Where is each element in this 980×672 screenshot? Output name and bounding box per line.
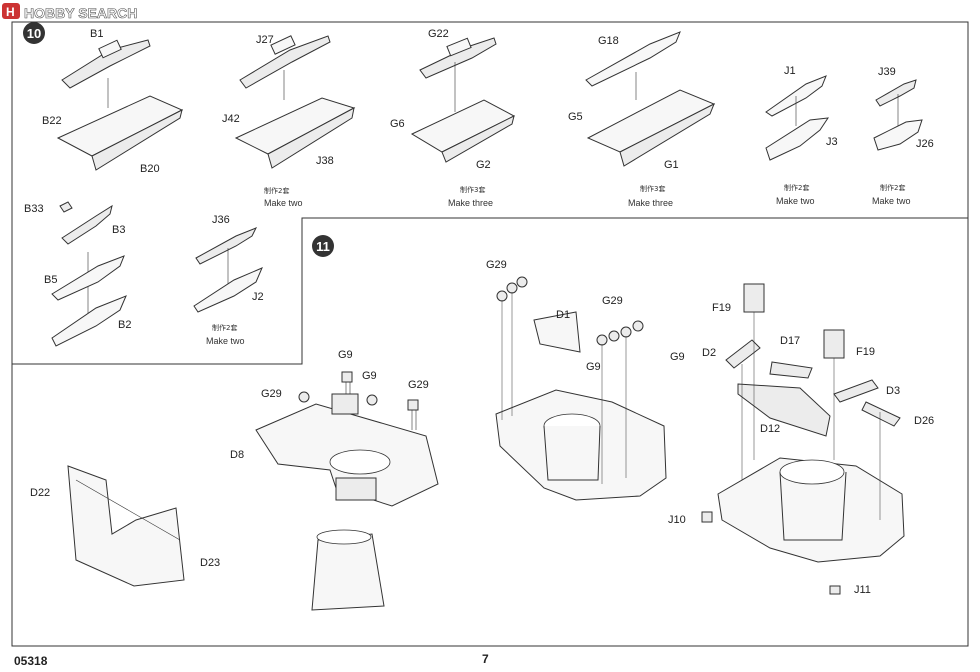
part-label: G9 [670, 351, 685, 363]
part-label: J26 [916, 138, 934, 150]
part-label: D12 [760, 423, 780, 435]
boat-assembly-j27: J27 J42 J38 制作2套 Make two [222, 34, 356, 208]
part-label: D23 [200, 557, 220, 569]
superstructure-d12-assembly: F19 D2 D17 F19 D12 D3 D26 J10 J11 [668, 283, 934, 596]
step11-frame [11, 217, 969, 647]
part-label: J3 [826, 136, 838, 148]
part-label: G29 [602, 295, 623, 307]
part-label: J27 [256, 34, 274, 46]
quantity-en: Make two [872, 196, 911, 206]
part-label: G5 [568, 111, 583, 123]
shield-d22-part [67, 465, 185, 587]
part-label: B33 [24, 203, 44, 215]
funnel-part [311, 533, 385, 611]
page-number: 7 [482, 652, 489, 666]
boat-assembly-b33: B33 B3 B5 B2 [24, 201, 131, 347]
part-label: J36 [212, 214, 230, 226]
part-label: F19 [712, 302, 731, 314]
boat-assembly-g22: G22 G6 G2 制作3套 Make three [390, 28, 516, 208]
quantity-en: Make two [206, 336, 245, 346]
part-label: D3 [886, 385, 900, 397]
boat-assembly-b: B1 B22 B20 [42, 28, 184, 175]
quantity-cn: 制作2套 [212, 323, 237, 332]
quantity-en: Make two [776, 196, 815, 206]
part-label: J1 [784, 65, 796, 77]
quantity-en: Make three [448, 198, 493, 208]
curved-plate-d1-part [533, 311, 581, 353]
boat-cabin-part [98, 39, 122, 59]
boat-hull-side-part [91, 109, 183, 171]
boat-assembly-j39: J39 J26 制作2套 Make two [872, 66, 934, 206]
quantity-cn: 制作3套 [640, 184, 665, 193]
part-label: D22 [30, 487, 50, 499]
part-label: G29 [261, 388, 282, 400]
quantity-cn: 制作2套 [880, 183, 905, 192]
watermark-text: HOBBY SEARCH [24, 5, 137, 21]
part-label: G9 [338, 349, 353, 361]
part-label: D17 [780, 335, 800, 347]
part-label: J2 [252, 291, 264, 303]
part-label: G9 [586, 361, 601, 373]
part-label: J11 [854, 584, 871, 596]
hobby-search-watermark: H HOBBY SEARCH [2, 3, 138, 21]
part-label: G2 [476, 159, 491, 171]
part-label: B5 [44, 274, 57, 286]
part-label: B22 [42, 115, 62, 127]
step10-badge: 10 [23, 22, 45, 44]
platform-d12-part [737, 383, 831, 437]
part-label: G29 [408, 379, 429, 391]
part-label: J42 [222, 113, 240, 125]
part-label: B2 [118, 319, 131, 331]
boat-assembly-j36: J36 J2 制作2套 Make two [193, 214, 264, 346]
svg-text:H: H [6, 5, 15, 19]
part-label: G29 [486, 259, 507, 271]
quantity-cn: 制作2套 [784, 183, 809, 192]
quantity-cn: 制作2套 [264, 186, 289, 195]
part-label: B20 [140, 163, 160, 175]
part-label: G18 [598, 35, 619, 47]
part-label: D26 [914, 415, 934, 427]
part-label: F19 [856, 346, 875, 358]
part-label: G9 [362, 370, 377, 382]
step11-badge: 11 [312, 235, 334, 257]
product-code: 05318 [14, 654, 48, 668]
part-label: D1 [556, 309, 570, 321]
quantity-cn: 制作3套 [460, 185, 485, 194]
part-label: J38 [316, 155, 334, 167]
quantity-en: Make two [264, 198, 303, 208]
deck-d8-assembly: G9 G29 G9 G29 D8 D22 D23 [30, 349, 439, 611]
boat-assembly-g18: G18 G5 G1 制作3套 Make three [568, 31, 716, 208]
part-label: J10 [668, 514, 686, 526]
hobby-search-logo-icon [2, 3, 20, 19]
boat-assembly-j1: J1 J3 制作2套 Make two [765, 65, 838, 206]
step11-number: 11 [316, 239, 330, 254]
superstructure-d1-assembly: G29 D1 G29 G9 G9 [486, 259, 685, 501]
step10-frame [11, 21, 969, 365]
part-label: B3 [112, 224, 125, 236]
step10-number: 10 [27, 26, 41, 41]
part-label: B1 [90, 28, 103, 40]
part-label: G22 [428, 28, 449, 40]
part-label: G1 [664, 159, 679, 171]
quantity-en: Make three [628, 198, 673, 208]
part-label: J39 [878, 66, 896, 78]
part-label: D2 [702, 347, 716, 359]
part-label: G6 [390, 118, 405, 130]
part-label: D8 [230, 449, 244, 461]
